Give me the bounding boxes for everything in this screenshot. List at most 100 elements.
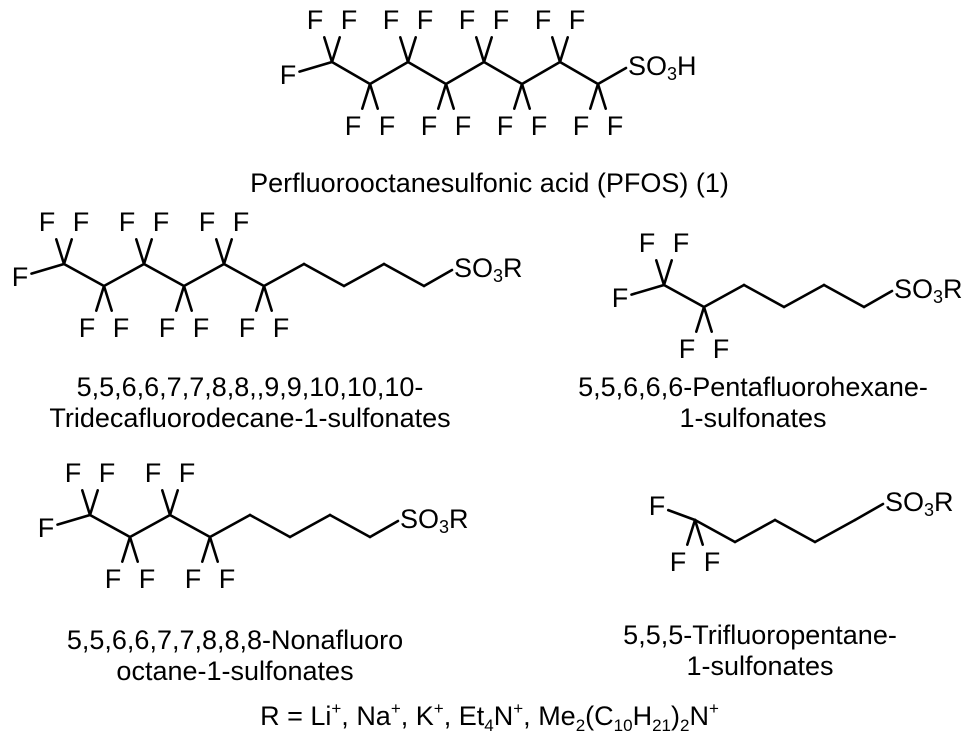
bond-line	[368, 82, 380, 110]
bond-line	[862, 289, 894, 309]
fluorine-atom-label: F	[673, 228, 690, 258]
fluorine-atom-label: F	[185, 564, 202, 594]
bond-line	[520, 82, 532, 110]
caption-line: 5,5,6,6,7,7,8,8,,9,9,10,10,10-	[76, 372, 424, 402]
fluorine-atom-label: F	[383, 5, 400, 35]
bond-line	[368, 60, 410, 86]
bond-line	[62, 238, 74, 266]
bond-line	[222, 238, 234, 266]
bond-line	[702, 305, 714, 333]
bond-line	[142, 262, 186, 288]
bond-line	[88, 489, 100, 517]
fluorine-atom-label: F	[459, 5, 476, 35]
bond-line	[444, 82, 456, 110]
bond-line	[174, 284, 186, 312]
fluorine-atom-label: F	[39, 207, 56, 237]
caption-line: 5,5,5-Trifluoropentane-	[623, 620, 897, 650]
bond-line	[62, 262, 106, 288]
counterion-lithium: Li+	[310, 699, 342, 731]
sulfonate-group: SO3R	[454, 253, 523, 286]
bond-line	[773, 518, 817, 544]
bond-line	[254, 284, 266, 312]
fluorine-atom-label: F	[193, 313, 210, 343]
fluorine-atom-label: F	[113, 313, 130, 343]
caption-line: Tridecafluorodecane-1-sulfonates	[49, 403, 451, 433]
bond-line	[422, 268, 454, 288]
bond-line	[142, 238, 154, 266]
bond-line	[853, 502, 885, 522]
bond-line	[436, 82, 448, 110]
fluorine-atom-label: F	[233, 207, 250, 237]
bond-line	[262, 284, 274, 312]
compound-caption-c10: 5,5,6,6,7,7,8,8,,9,9,10,10,10- Tridecafl…	[0, 372, 500, 434]
bond-line	[342, 262, 386, 288]
fluorine-atom-label: F	[345, 111, 362, 141]
caption-line: octane-1-sulfonates	[116, 656, 354, 686]
caption-line: 1-sulfonates	[686, 651, 834, 681]
bond-line	[596, 82, 608, 110]
fluorine-atom-label: F	[497, 111, 514, 141]
bond-line	[382, 262, 426, 288]
fluorine-atom-label: F	[679, 334, 696, 364]
bond-line	[120, 535, 132, 563]
bond-line	[298, 60, 334, 73]
r-prefix: R =	[260, 701, 311, 731]
bond-line	[80, 489, 92, 517]
fluorine-atom-label: F	[307, 5, 324, 35]
fluorine-atom-label: F	[273, 313, 290, 343]
bond-line	[160, 489, 172, 517]
fluorine-atom-label: F	[531, 111, 548, 141]
caption-line: 5,5,6,6,7,7,8,8,8-Nonafluoro	[66, 625, 404, 655]
bond-line	[208, 535, 220, 563]
fluorine-atom-label: F	[145, 458, 162, 488]
fluorine-atom-label: F	[670, 547, 687, 577]
bond-line	[733, 518, 777, 544]
fluorine-atom-label: F	[153, 207, 170, 237]
compound-caption-c5: 5,5,5-Trifluoropentane- 1-sulfonates	[560, 620, 960, 682]
fluorine-atom-label: F	[179, 458, 196, 488]
fluorine-atom-label: F	[119, 207, 136, 237]
bond-line	[822, 283, 866, 309]
bond-line	[168, 513, 212, 539]
compound-caption-c8: 5,5,6,6,7,7,8,8,8-Nonafluoro octane-1-su…	[0, 625, 470, 687]
fluorine-atom-label: F	[65, 458, 82, 488]
bond-line	[685, 518, 697, 546]
counterion-potassium: K+	[415, 699, 444, 731]
bond-line	[406, 60, 448, 86]
bond-line	[182, 262, 226, 288]
bond-line	[360, 82, 372, 110]
fluorine-atom-label: F	[573, 111, 590, 141]
caption-line: 5,5,6,6,6-Pentafluorohexane-	[578, 372, 928, 402]
bond-line	[782, 283, 826, 309]
caption-line: Perfluorooctanesulfonic acid (PFOS) (1)	[250, 168, 729, 198]
bond-line	[693, 518, 737, 544]
fluorine-atom-label: F	[38, 513, 55, 543]
fluorine-atom-label: F	[239, 313, 256, 343]
bond-line	[588, 82, 600, 110]
fluorine-atom-label: F	[341, 5, 358, 35]
fluorine-atom-label: F	[79, 313, 96, 343]
bond-line	[398, 36, 410, 64]
bond-line	[102, 262, 146, 288]
bond-line	[662, 259, 674, 287]
bond-line	[302, 262, 346, 288]
counterion-dimethyldidecylammonium: Me2(C10H21)2N+	[538, 699, 719, 735]
bond-line	[262, 262, 306, 288]
sulfonate-group: SO3R	[894, 274, 963, 307]
bond-line	[693, 518, 705, 546]
fluorine-atom-label: F	[535, 5, 552, 35]
bond-line	[512, 82, 524, 110]
fluorine-atom-label: F	[713, 334, 730, 364]
bond-line	[742, 283, 786, 309]
fluorine-atom-label: F	[455, 111, 472, 141]
bond-line	[482, 60, 524, 86]
bond-line	[182, 284, 194, 312]
bond-line	[128, 513, 172, 539]
bond-line	[662, 283, 706, 309]
fluorine-atom-label: F	[704, 547, 721, 577]
fluorine-atom-label: F	[417, 5, 434, 35]
sulfonate-group: SO3R	[400, 504, 469, 537]
bond-line	[596, 66, 628, 86]
bond-line	[248, 513, 292, 539]
bond-line	[214, 238, 226, 266]
